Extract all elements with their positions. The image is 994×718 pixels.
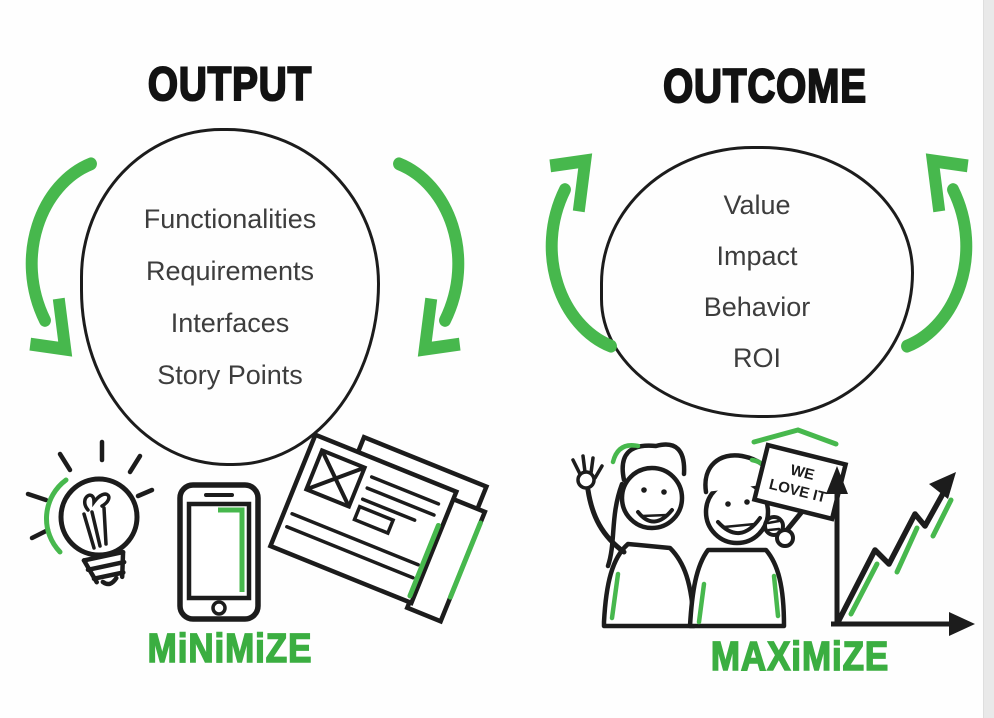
page-edge-strip bbox=[983, 0, 994, 718]
lightbulb-icon bbox=[25, 439, 155, 587]
green-accent bbox=[848, 497, 954, 617]
minimize-label: MiNiMiZE bbox=[147, 625, 313, 672]
waving-hand bbox=[571, 454, 604, 490]
outcome-item-behavior: Behavior bbox=[703, 292, 811, 322]
sign-text-line1: WE bbox=[789, 462, 817, 484]
green-accent bbox=[609, 571, 621, 621]
up-arrow-icon bbox=[530, 152, 622, 360]
gripping-hands bbox=[763, 515, 795, 548]
down-arrow-icon bbox=[10, 150, 102, 358]
cheering-people-illustration: WE LOVE IT bbox=[571, 427, 849, 629]
output-item-story-points: Story Points bbox=[157, 359, 303, 390]
outcome-item-value: Value bbox=[723, 190, 791, 220]
green-accent bbox=[218, 507, 245, 592]
output-item-functionalities: Functionalities bbox=[143, 203, 317, 234]
output-circle: Functionalities Requirements Interfaces … bbox=[80, 128, 380, 466]
maximize-label: MAXiMiZE bbox=[710, 633, 890, 680]
green-accent bbox=[696, 581, 707, 625]
output-item-interfaces: Interfaces bbox=[170, 307, 290, 338]
down-arrow-icon bbox=[388, 150, 480, 358]
green-accent bbox=[447, 520, 483, 600]
outcome-item-roi: ROI bbox=[732, 343, 781, 373]
up-arrow-icon bbox=[896, 152, 988, 360]
output-title: OUTPUT bbox=[147, 55, 313, 111]
green-accent bbox=[610, 443, 641, 465]
green-accent bbox=[771, 573, 781, 619]
output-item-requirements: Requirements bbox=[145, 255, 315, 286]
outcome-title: OUTCOME bbox=[662, 57, 867, 113]
outcome-circle: Value Impact Behavior ROI bbox=[600, 146, 914, 418]
growth-chart-icon bbox=[826, 466, 975, 636]
green-accent bbox=[751, 427, 839, 447]
green-accent bbox=[407, 522, 441, 599]
smartphone-icon bbox=[177, 482, 261, 622]
outcome-item-impact: Impact bbox=[716, 241, 798, 271]
we-love-it-sign: WE LOVE IT bbox=[751, 442, 849, 522]
green-accent bbox=[44, 477, 69, 555]
documents-icon bbox=[267, 431, 490, 625]
